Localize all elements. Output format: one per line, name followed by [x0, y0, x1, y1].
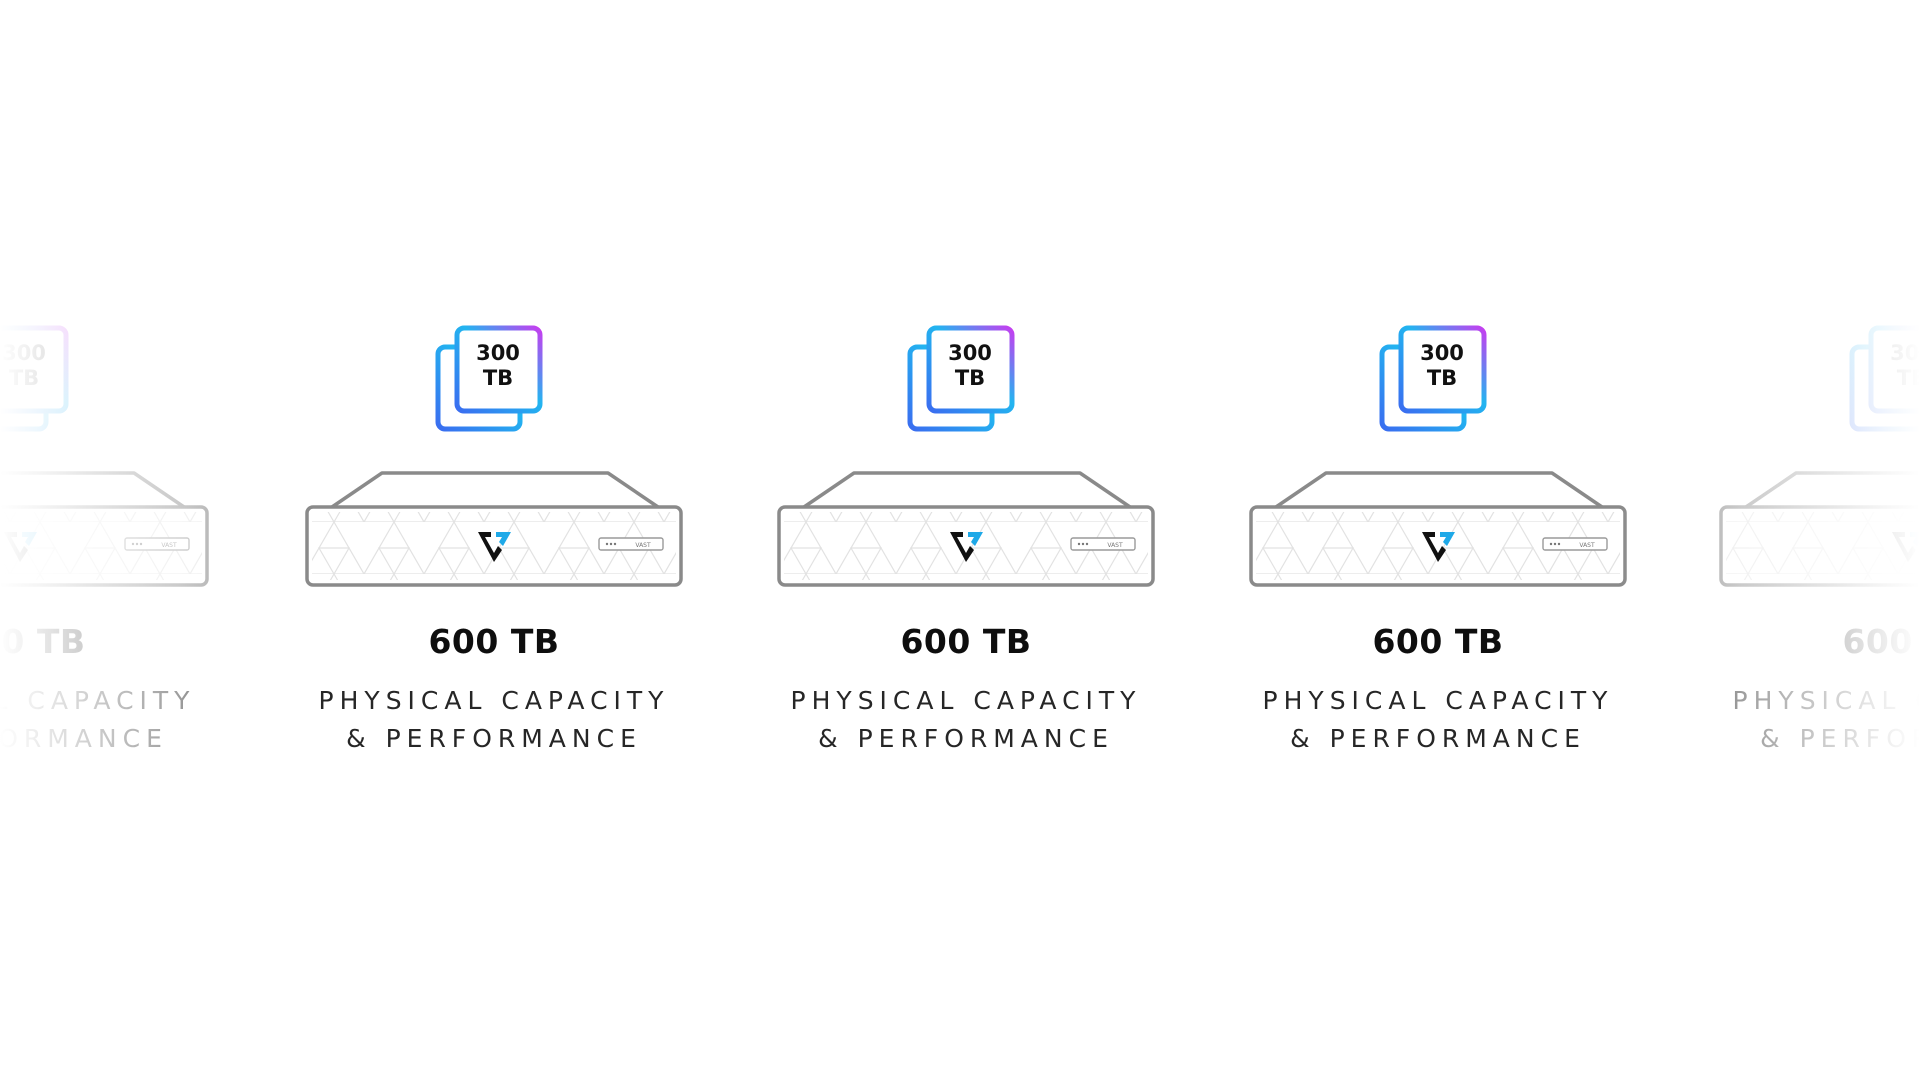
chip-label: 300 TB [1401, 341, 1483, 391]
description-line-1: PHYSICAL CAPACITY [790, 686, 1142, 715]
chip-label: 300 TB [457, 341, 539, 391]
capacity-description: PHYSICAL CAPACITY & PERFORMANCE [294, 682, 694, 758]
chip-unit: TB [1426, 366, 1458, 390]
description-line-1: PHYSICAL CAPACITY [1732, 686, 1920, 715]
storage-enclosure: VAST [304, 470, 684, 590]
description-line-1: PHYSICAL CAPACITY [1262, 686, 1614, 715]
storage-unit-card: 300 TB VAST 600 TB PHYSICAL CAPACITY & P… [304, 325, 684, 765]
description-line-1: PHYSICAL CAPACITY [318, 686, 670, 715]
description-line-1: PHYSICAL CAPACITY [0, 686, 196, 715]
description-line-2: & PERFORMANCE [0, 724, 168, 753]
chip-unit: TB [954, 366, 986, 390]
chip-unit: TB [482, 366, 514, 390]
svg-text:VAST: VAST [1107, 542, 1123, 549]
storage-unit-card: 300 TB VAST 600 TB PHYSICAL CAPACITY & P… [1248, 325, 1628, 765]
description-line-2: & PERFORMANCE [1760, 724, 1920, 753]
chip-value: 300 [476, 341, 520, 365]
description-line-2: & PERFORMANCE [346, 724, 642, 753]
capacity-value: 600 TB [900, 622, 1032, 661]
capacity-value: 600 TB [1372, 622, 1504, 661]
capacity-description: PHYSICAL CAPACITY & PERFORMANCE [0, 682, 220, 758]
chip-label: 300 TB [1871, 341, 1920, 391]
storage-enclosure: VAST [776, 470, 1156, 590]
storage-enclosure: VAST [0, 470, 210, 590]
storage-chip-icon: 300 TB [1849, 325, 1920, 435]
capacity-value: 600 TB [428, 622, 560, 661]
storage-unit-card: 300 TB VAST 600 TB PHYSICAL CAPACITY & P… [0, 325, 210, 765]
capacity-value: 600 TB [0, 622, 86, 661]
svg-text:VAST: VAST [1579, 542, 1595, 549]
chip-value: 300 [1420, 341, 1464, 365]
chip-label: 300 TB [0, 341, 65, 391]
capacity-description: PHYSICAL CAPACITY & PERFORMANCE [766, 682, 1166, 758]
capacity-value: 600 TB [1842, 622, 1920, 661]
storage-unit-card: 300 TB VAST 600 TB PHYSICAL CAPACITY & P… [1718, 325, 1920, 765]
chip-value: 300 [2, 341, 46, 365]
chip-value: 300 [1890, 341, 1920, 365]
chip-label: 300 TB [929, 341, 1011, 391]
chip-unit: TB [8, 366, 40, 390]
storage-enclosure: VAST [1718, 470, 1920, 590]
storage-chip-icon: 300 TB [907, 325, 1017, 435]
capacity-description: PHYSICAL CAPACITY & PERFORMANCE [1708, 682, 1920, 758]
chip-unit: TB [1896, 366, 1920, 390]
capacity-description: PHYSICAL CAPACITY & PERFORMANCE [1238, 682, 1638, 758]
storage-enclosure: VAST [1248, 470, 1628, 590]
storage-chip-icon: 300 TB [435, 325, 545, 435]
description-line-2: & PERFORMANCE [818, 724, 1114, 753]
description-line-2: & PERFORMANCE [1290, 724, 1586, 753]
svg-text:VAST: VAST [635, 542, 651, 549]
svg-text:VAST: VAST [161, 542, 177, 549]
storage-chip-icon: 300 TB [1379, 325, 1489, 435]
storage-unit-card: 300 TB VAST 600 TB PHYSICAL CAPACITY & P… [776, 325, 1156, 765]
storage-chip-icon: 300 TB [0, 325, 71, 435]
chip-value: 300 [948, 341, 992, 365]
